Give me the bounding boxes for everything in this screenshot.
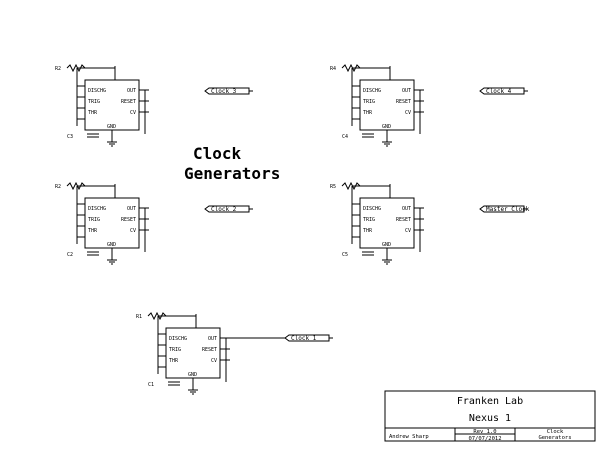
diagram-title-line1: Clock: [193, 144, 242, 163]
ic-pin-label: OUT: [208, 336, 217, 342]
title-block-sheet-title-2: Generators: [538, 435, 571, 441]
ic-pin-label: TRIG: [88, 217, 100, 223]
ic-555-body: [359, 79, 415, 131]
ground-symbol: [107, 141, 117, 147]
ic-pin-label: GND: [382, 124, 391, 130]
capacitor-ref: C3: [67, 134, 73, 140]
net-label-text: Clock 1: [291, 335, 317, 342]
ic-pin-label: GND: [107, 242, 116, 248]
net-label-text: Master Clock: [486, 206, 530, 213]
ground-symbol: [382, 259, 392, 265]
diagram-title-line2: Generators: [184, 164, 280, 183]
title-block-sheet-title-1: Clock: [547, 429, 564, 435]
ground-symbol: [107, 259, 117, 265]
ic-pin-label: TRIG: [169, 347, 181, 353]
ic-pin-label: THR: [88, 228, 98, 234]
ground-symbol: [382, 141, 392, 147]
capacitor-ref: C5: [342, 252, 348, 258]
resistor-symbol: [66, 181, 86, 191]
ic-pin-label: THR: [88, 110, 98, 116]
ic-pin-label: GND: [107, 124, 116, 130]
resistor-ref: R2: [55, 184, 61, 190]
title-block-project: Nexus 1: [469, 413, 511, 424]
resistor-symbol: [341, 181, 361, 191]
net-label-text: Clock 3: [211, 88, 237, 95]
timer-u4: DISCHG TRIG THR GND OUT RESET CV Master Clock R5…: [330, 181, 530, 265]
ic-pin-label: CV: [405, 110, 411, 116]
ic-pin-label: RESET: [121, 217, 136, 223]
ic-pin-label: DISCHG: [88, 88, 106, 94]
ic-pin-label: GND: [188, 372, 197, 378]
ic-pin-label: DISCHG: [363, 88, 381, 94]
ic-pin-label: OUT: [402, 88, 411, 94]
resistor-symbol: [341, 63, 361, 73]
ic-pin-label: CV: [130, 228, 136, 234]
resistor-ref: R1: [136, 314, 142, 320]
title-block-company: Franken Lab: [457, 396, 523, 407]
ic-pin-label: DISCHG: [88, 206, 106, 212]
ic-pin-label: CV: [405, 228, 411, 234]
ic-pin-label: DISCHG: [169, 336, 187, 342]
ic-pin-label: THR: [363, 228, 373, 234]
ic-pin-label: TRIG: [88, 99, 100, 105]
resistor-ref: R5: [330, 184, 336, 190]
ic-pin-label: RESET: [202, 347, 217, 353]
ic-555-body: [165, 327, 221, 379]
ground-symbol: [188, 389, 198, 395]
title-block: Franken Lab Nexus 1 Andrew Sharp Rev 1.0…: [384, 390, 596, 442]
ic-pin-label: OUT: [127, 88, 136, 94]
ic-pin-label: OUT: [127, 206, 136, 212]
ic-pin-label: DISCHG: [363, 206, 381, 212]
ic-pin-label: TRIG: [363, 217, 375, 223]
ic-pin-label: RESET: [121, 99, 136, 105]
resistor-symbol: [147, 311, 167, 321]
ic-pin-label: CV: [130, 110, 136, 116]
capacitor-ref: C4: [342, 134, 348, 140]
ic-pin-label: GND: [382, 242, 391, 248]
capacitor-ref: C2: [67, 252, 73, 258]
resistor-symbol: [66, 63, 86, 73]
capacitor-ref: C1: [148, 382, 154, 388]
resistor-ref: R4: [330, 66, 336, 72]
net-label-text: Clock 4: [486, 88, 512, 95]
ic-pin-label: TRIG: [363, 99, 375, 105]
ic-pin-label: THR: [363, 110, 373, 116]
title-block-rev: Rev 1.0: [473, 429, 496, 435]
net-label-text: Clock 2: [211, 206, 237, 213]
ic-pin-label: OUT: [402, 206, 411, 212]
ic-555-body: [84, 79, 140, 131]
title-block-author: Andrew Sharp: [389, 434, 429, 440]
title-block-date: 07/07/2012: [468, 436, 501, 442]
ic-pin-label: RESET: [396, 99, 411, 105]
ic-pin-label: RESET: [396, 217, 411, 223]
resistor-ref: R2: [55, 66, 61, 72]
ic-pin-label: THR: [169, 358, 179, 364]
ic-pin-label: CV: [211, 358, 217, 364]
